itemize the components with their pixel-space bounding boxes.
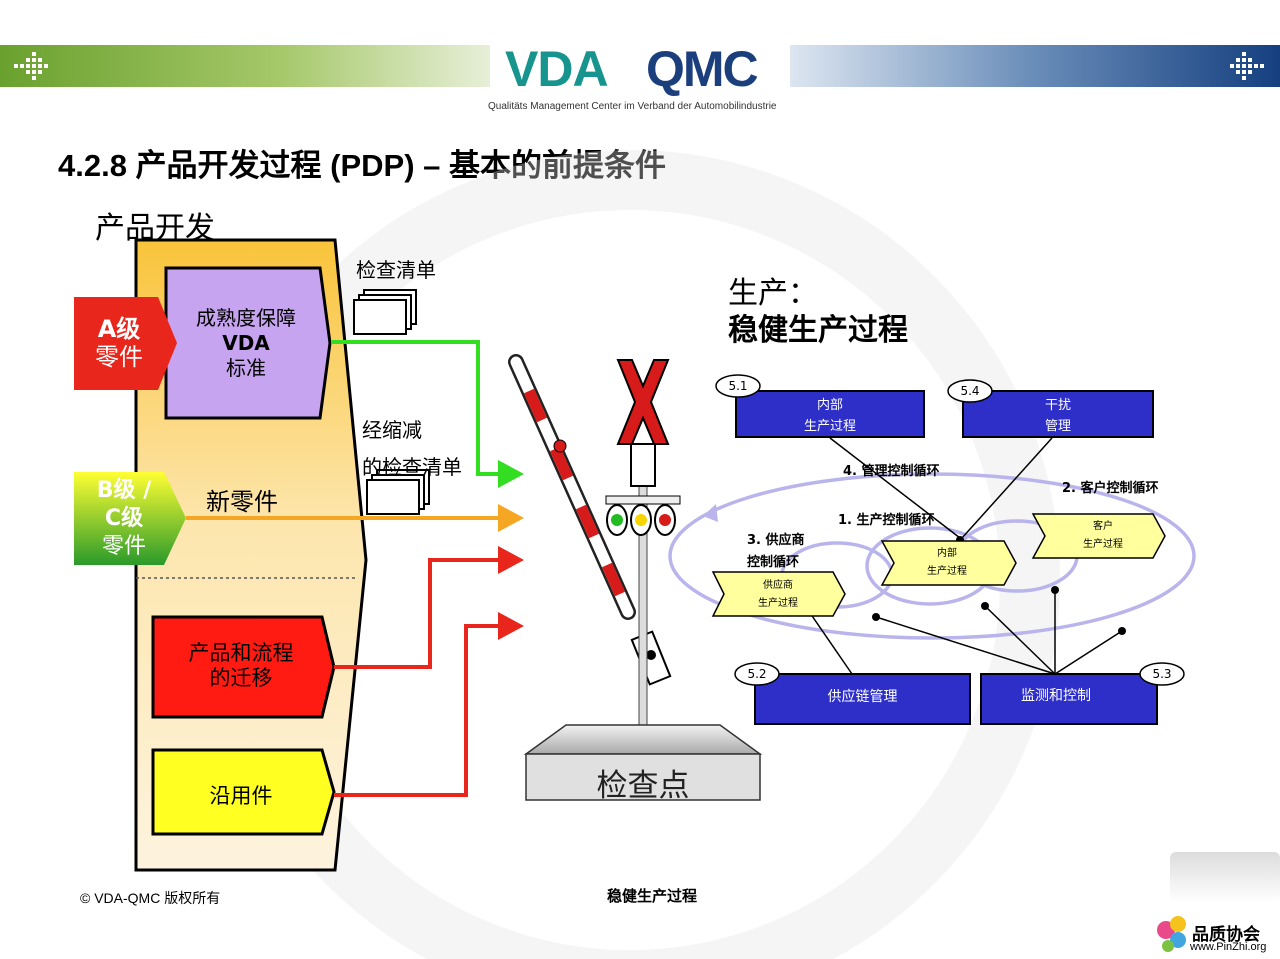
reduced-checklist-label-2: 的检查清单 xyxy=(362,455,462,479)
red-arrow-upper xyxy=(334,558,500,669)
class-bc-label: B级 / C级 零件 xyxy=(74,477,174,561)
watermark-url: www.PinZhi.org xyxy=(1190,941,1267,953)
green-arrowhead xyxy=(498,460,524,488)
class-bc-badge xyxy=(74,472,186,565)
page-title: 4.2.8 产品开发过程 (PDP) – 基本的前提条件 xyxy=(58,148,667,183)
monitoring-label: 监测和控制 xyxy=(1021,688,1091,704)
customer-process-label: 客户 生产过程 xyxy=(1043,518,1163,554)
num-oval-52 xyxy=(734,662,780,686)
box-internal-production xyxy=(735,390,925,438)
maturity-line-2: VDA xyxy=(222,331,270,355)
supplier-process-shape xyxy=(711,571,846,617)
num-53: 5.3 xyxy=(1152,667,1172,681)
corner-shade xyxy=(1170,852,1280,902)
checkpoint-label: 检查点 xyxy=(596,768,690,804)
internal-production-line-1: 内部 xyxy=(816,398,843,413)
logo-vda: VDA xyxy=(505,41,609,97)
loop-3-line-1: 3. 供应商 xyxy=(747,533,805,548)
reduced-checklist-label-1: 经缩减 xyxy=(362,418,422,442)
checkpoint-pedestal-top xyxy=(523,724,763,755)
class-bc-line-1: B级 / xyxy=(96,478,152,503)
left-dots-icon xyxy=(14,52,48,80)
watermark-name: 品质协会 xyxy=(1192,925,1260,944)
logo-qmc: QMC xyxy=(646,41,759,97)
pinzhi-logo-icon xyxy=(1157,916,1186,952)
carryover-box xyxy=(151,748,336,836)
class-a-badge xyxy=(74,297,177,390)
product-dev-heading: 产品开发 xyxy=(95,211,215,246)
maturity-line-1: 成熟度保障 xyxy=(196,306,296,330)
checklist-label: 检查清单 xyxy=(356,258,436,282)
maturity-box-label: 成熟度保障 VDA 标准 xyxy=(166,306,326,381)
internal-production-line-2: 生产过程 xyxy=(803,419,856,434)
loop-3-label: 3. 供应商 控制循环 xyxy=(747,530,805,574)
maturity-box xyxy=(164,266,332,420)
num-oval-53 xyxy=(1139,662,1185,686)
box-disruption-mgmt xyxy=(962,390,1154,438)
loop-arrowhead xyxy=(703,504,718,522)
disruption-mgmt-label: 干扰 管理 xyxy=(963,395,1153,437)
supplier-line-2: 生产过程 xyxy=(758,598,798,609)
supply-chain-label: 供应链管理 xyxy=(827,689,898,705)
logo-tagline: Qualitäts Management Center im Verband d… xyxy=(488,101,777,112)
internal-line-1: 内部 xyxy=(937,548,957,559)
num-51: 5.1 xyxy=(728,379,748,393)
connector-lines xyxy=(807,437,1123,675)
copyright: © VDA-QMC 版权所有 xyxy=(80,890,221,906)
crossing-post xyxy=(605,359,681,726)
transfer-box-label: 产品和流程 的迁移 xyxy=(153,641,329,691)
loop-2-label: 2. 客户控制循环 xyxy=(1062,481,1159,496)
class-bc-line-2: C级 xyxy=(104,506,144,531)
loop-3-line-2: 控制循环 xyxy=(747,555,800,570)
green-arrow xyxy=(331,340,500,476)
supplier-line-1: 供应商 xyxy=(763,580,793,591)
class-a-label: A级 零件 xyxy=(74,315,164,371)
transfer-line-2: 的迁移 xyxy=(209,666,273,690)
checkpoint-pedestal xyxy=(525,753,761,801)
num-oval-51 xyxy=(715,374,761,398)
red-arrow-lower xyxy=(334,624,500,797)
disruption-line-1: 干扰 xyxy=(1044,398,1071,413)
num-52: 5.2 xyxy=(747,667,767,681)
transfer-box xyxy=(151,615,336,719)
internal-line-2: 生产过程 xyxy=(927,566,967,577)
supplier-process-label: 供应商 生产过程 xyxy=(718,577,838,613)
new-parts-label: 新零件 xyxy=(206,488,278,516)
right-dots-icon xyxy=(1230,52,1264,80)
checklist-doc-icon xyxy=(353,289,417,335)
loop-1-label: 1. 生产控制循环 xyxy=(838,513,935,528)
red-arrowhead-lower xyxy=(498,612,524,640)
red-arrowhead-upper xyxy=(498,546,524,574)
carryover-label: 沿用件 xyxy=(209,784,273,808)
production-heading-line-1: 生产： xyxy=(728,276,818,311)
transfer-line-1: 产品和流程 xyxy=(188,641,294,665)
num-oval-54 xyxy=(947,379,993,403)
production-heading-line-2: 稳健生产过程 xyxy=(728,313,908,348)
internal-process-label: 内部 生产过程 xyxy=(887,545,1007,581)
customer-process-shape xyxy=(1031,513,1166,559)
num-54: 5.4 xyxy=(960,384,980,398)
box-supply-chain xyxy=(754,673,971,725)
footer-center: 稳健生产过程 xyxy=(607,888,698,905)
orange-arrowhead xyxy=(498,504,524,532)
internal-production-label: 内部 生产过程 xyxy=(736,395,924,437)
logo-area xyxy=(490,40,790,115)
internal-process-shape xyxy=(880,540,1017,586)
loop-4-label: 4. 管理控制循环 xyxy=(843,464,940,479)
reduced-checklist-doc-icon xyxy=(366,469,430,515)
class-a-line-2: 零件 xyxy=(95,343,143,371)
disruption-line-2: 管理 xyxy=(1044,419,1071,434)
maturity-line-3: 标准 xyxy=(226,356,266,380)
customer-line-1: 客户 xyxy=(1093,521,1113,532)
production-heading: 生产： 稳健生产过程 xyxy=(728,275,908,349)
box-monitoring xyxy=(980,673,1158,725)
customer-line-2: 生产过程 xyxy=(1083,539,1123,550)
class-bc-line-3: 零件 xyxy=(101,534,146,559)
class-a-line-1: A级 xyxy=(97,315,141,343)
